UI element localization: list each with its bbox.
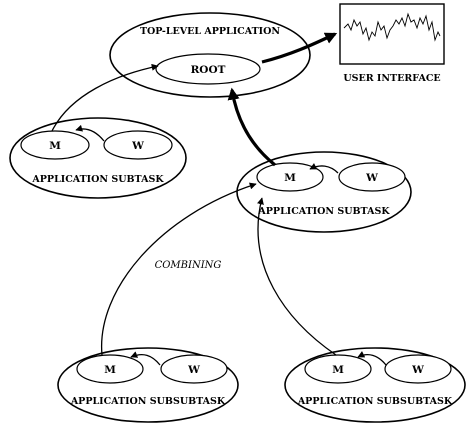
edge-label-combining: COMBINING xyxy=(155,260,222,271)
root-label: ROOT xyxy=(191,64,226,76)
user-interface-signal xyxy=(343,12,441,42)
subsubtask-left-m xyxy=(76,354,144,384)
edge-subsubtask-left-to-subtask-center xyxy=(101,182,257,356)
user-interface-label: USER INTERFACE xyxy=(343,73,440,84)
subsubtask-left-w xyxy=(160,354,228,384)
subsubtask-right: M W APPLICATION SUBSUBTASK xyxy=(284,347,466,423)
subsubtask-left-w-label: W xyxy=(187,364,200,376)
subtask-left: M W APPLICATION SUBTASK xyxy=(9,117,187,199)
edge-subtask-center-to-root xyxy=(227,87,276,167)
subsubtask-right-w-label: W xyxy=(411,364,424,376)
edge-subtask-left-to-root xyxy=(51,63,159,132)
user-interface: USER INTERFACE xyxy=(339,3,445,84)
subtask-center-label: APPLICATION SUBTASK xyxy=(257,206,390,217)
subsubtask-right-m xyxy=(304,354,372,384)
subsubtask-right-m-label: M xyxy=(332,364,344,376)
subsubtask-right-w xyxy=(384,354,452,384)
edge-subsubtask-right-w-to-m xyxy=(357,351,387,366)
edge-subtask-center-w-to-m xyxy=(309,163,339,174)
subtask-center-w-label: W xyxy=(365,172,378,184)
subtask-center-w xyxy=(338,162,406,192)
top-level-application: TOP-LEVEL APPLICATION ROOT xyxy=(109,12,311,98)
subtask-center-m-label: M xyxy=(284,172,296,184)
top-level-title: TOP-LEVEL APPLICATION xyxy=(140,26,280,37)
edge-subtask-left-w-to-m xyxy=(75,124,105,142)
subsubtask-left: M W APPLICATION SUBSUBTASK xyxy=(57,347,239,423)
edge-subsubtask-right-to-subtask-center xyxy=(257,197,337,356)
edge-subsubtask-left-w-to-m xyxy=(130,351,161,366)
subtask-center: M W APPLICATION SUBTASK xyxy=(236,151,412,233)
subtask-left-m-label: M xyxy=(49,140,61,152)
subtask-left-m xyxy=(20,130,90,160)
subsubtask-right-label: APPLICATION SUBSUBTASK xyxy=(297,396,453,407)
subtask-left-w-label: W xyxy=(131,140,144,152)
subtask-left-label: APPLICATION SUBTASK xyxy=(31,174,164,185)
edge-root-to-user-interface xyxy=(261,32,338,64)
subsubtask-left-label: APPLICATION SUBSUBTASK xyxy=(70,396,226,407)
subsubtask-left-m-label: M xyxy=(104,364,116,376)
subtask-center-m xyxy=(256,162,324,192)
user-interface-screen xyxy=(339,3,445,65)
subtask-left-w xyxy=(103,130,173,160)
